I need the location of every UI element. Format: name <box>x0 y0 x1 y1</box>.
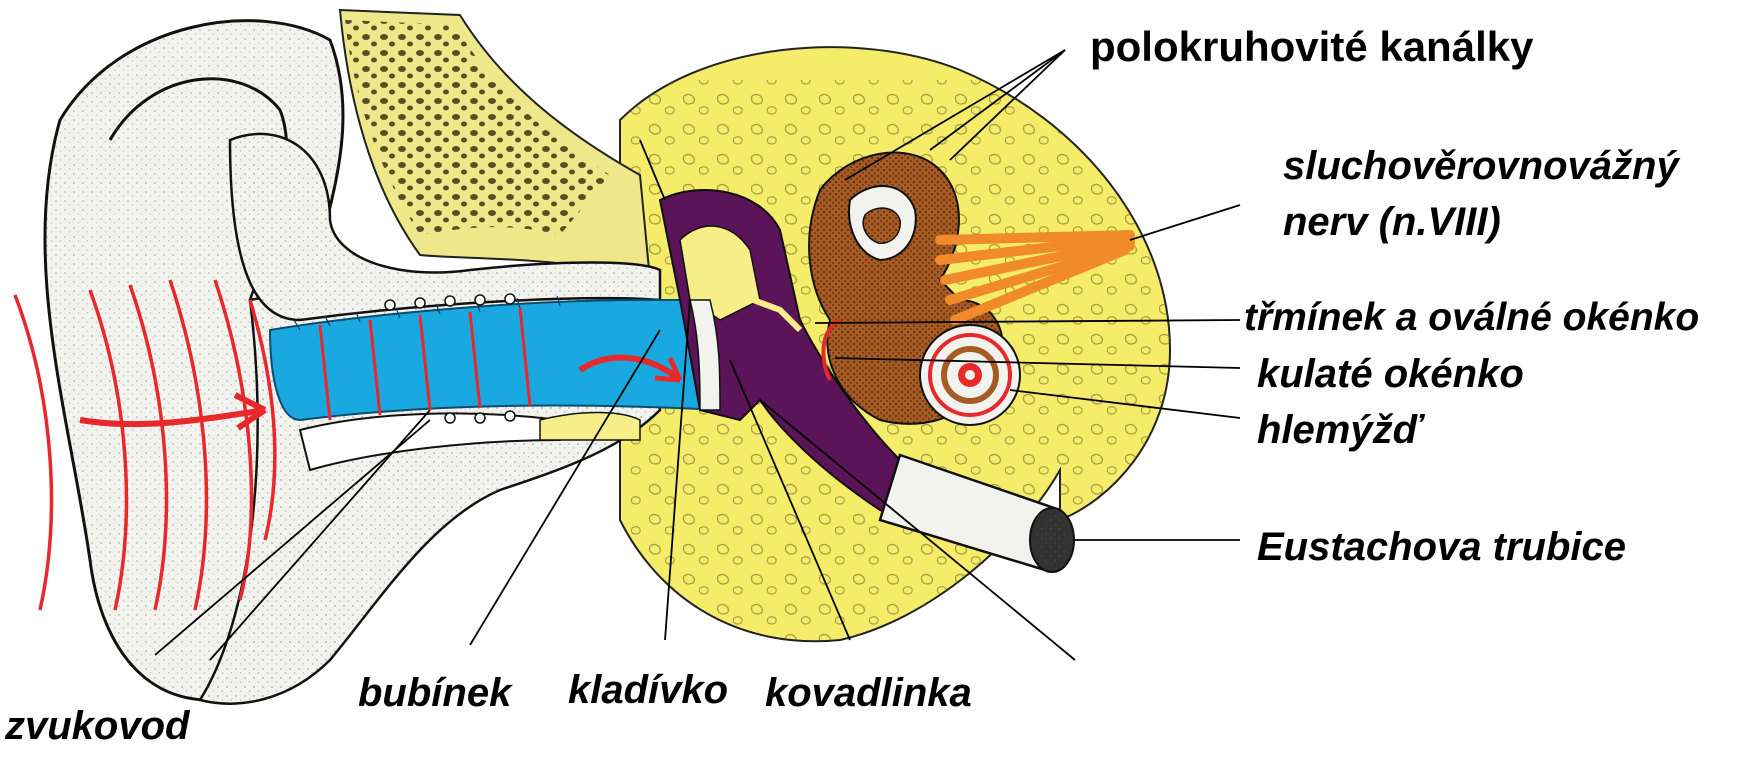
label-round-window: kulaté okénko <box>1257 354 1524 394</box>
label-nerve-line2: nerv (n.VIII) <box>1283 202 1501 242</box>
label-ear-canal: zvukovod <box>5 706 189 746</box>
label-eustachian-tube: Eustachova trubice <box>1257 527 1626 567</box>
label-incus: kovadlinka <box>765 673 972 713</box>
label-nerve-line1: sluchověrovnovážný <box>1283 146 1679 186</box>
label-cochlea: hlemýžď <box>1257 410 1422 450</box>
label-semicircular-canals: polokruhovité kanálky <box>1090 26 1533 68</box>
upper-bone-mass <box>340 10 650 280</box>
label-malleus: kladívko <box>568 670 728 710</box>
label-eardrum: bubínek <box>358 673 511 713</box>
label-stapes-oval-window: třmínek a oválné okénko <box>1244 298 1699 337</box>
